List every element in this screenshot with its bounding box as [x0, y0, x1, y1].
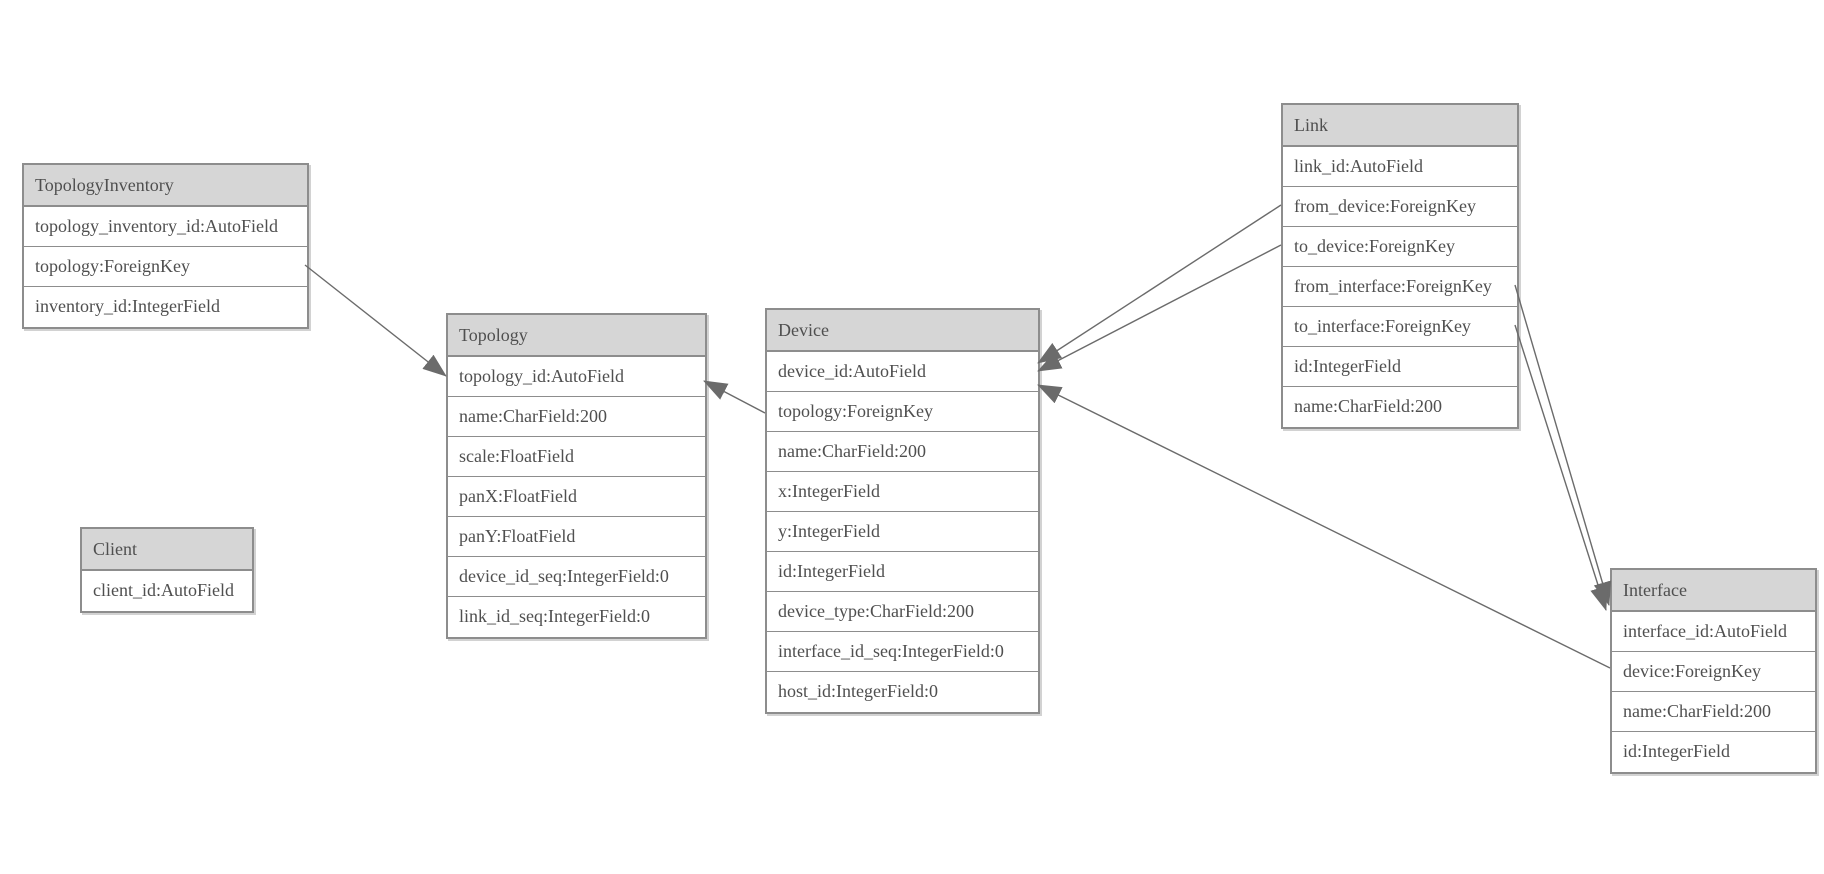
field-row: panX:FloatField — [448, 477, 705, 517]
field-row: topology:ForeignKey — [767, 392, 1038, 432]
field-row: panY:FloatField — [448, 517, 705, 557]
field-row: inventory_id:IntegerField — [24, 287, 307, 327]
field-row: link_id:AutoField — [1283, 147, 1517, 187]
field-row: scale:FloatField — [448, 437, 705, 477]
table-title: Topology — [448, 315, 705, 357]
fk-edge-Device.topology-to-Topology.topology_id — [703, 380, 766, 414]
field-row: from_interface:ForeignKey — [1283, 267, 1517, 307]
fk-edge-Link.to_interface-to-Interface.interface_id — [1514, 324, 1608, 611]
field-row: name:CharField:200 — [767, 432, 1038, 472]
field-row: id:IntegerField — [1612, 732, 1815, 772]
field-row: id:IntegerField — [767, 552, 1038, 592]
field-row: device_type:CharField:200 — [767, 592, 1038, 632]
fk-edge-TopologyInventory.topology-to-Topology.topology_id — [304, 264, 447, 377]
field-row: to_device:ForeignKey — [1283, 227, 1517, 267]
fk-edge-Link.from_interface-to-Interface.interface_id — [1514, 284, 1612, 606]
field-row: to_interface:ForeignKey — [1283, 307, 1517, 347]
field-row: device_id_seq:IntegerField:0 — [448, 557, 705, 597]
field-row: topology_id:AutoField — [448, 357, 705, 397]
field-row: topology:ForeignKey — [24, 247, 307, 287]
table-title: Link — [1283, 105, 1517, 147]
field-row: device:ForeignKey — [1612, 652, 1815, 692]
field-row: device_id:AutoField — [767, 352, 1038, 392]
field-row: y:IntegerField — [767, 512, 1038, 552]
table-title: Client — [82, 529, 252, 571]
field-row: host_id:IntegerField:0 — [767, 672, 1038, 712]
field-row: link_id_seq:IntegerField:0 — [448, 597, 705, 637]
field-row: name:CharField:200 — [1283, 387, 1517, 427]
field-row: x:IntegerField — [767, 472, 1038, 512]
table-title: Device — [767, 310, 1038, 352]
field-row: name:CharField:200 — [1612, 692, 1815, 732]
field-row: id:IntegerField — [1283, 347, 1517, 387]
field-row: client_id:AutoField — [82, 571, 252, 611]
field-row: topology_inventory_id:AutoField — [24, 207, 307, 247]
field-row: from_device:ForeignKey — [1283, 187, 1517, 227]
fk-edge-Link.from_device-to-Device.device_id — [1037, 204, 1282, 364]
field-row: name:CharField:200 — [448, 397, 705, 437]
table-title: Interface — [1612, 570, 1815, 612]
field-row: interface_id_seq:IntegerField:0 — [767, 632, 1038, 672]
table-title: TopologyInventory — [24, 165, 307, 207]
fk-edge-Link.to_device-to-Device.device_id — [1037, 244, 1282, 372]
field-row: interface_id:AutoField — [1612, 612, 1815, 652]
